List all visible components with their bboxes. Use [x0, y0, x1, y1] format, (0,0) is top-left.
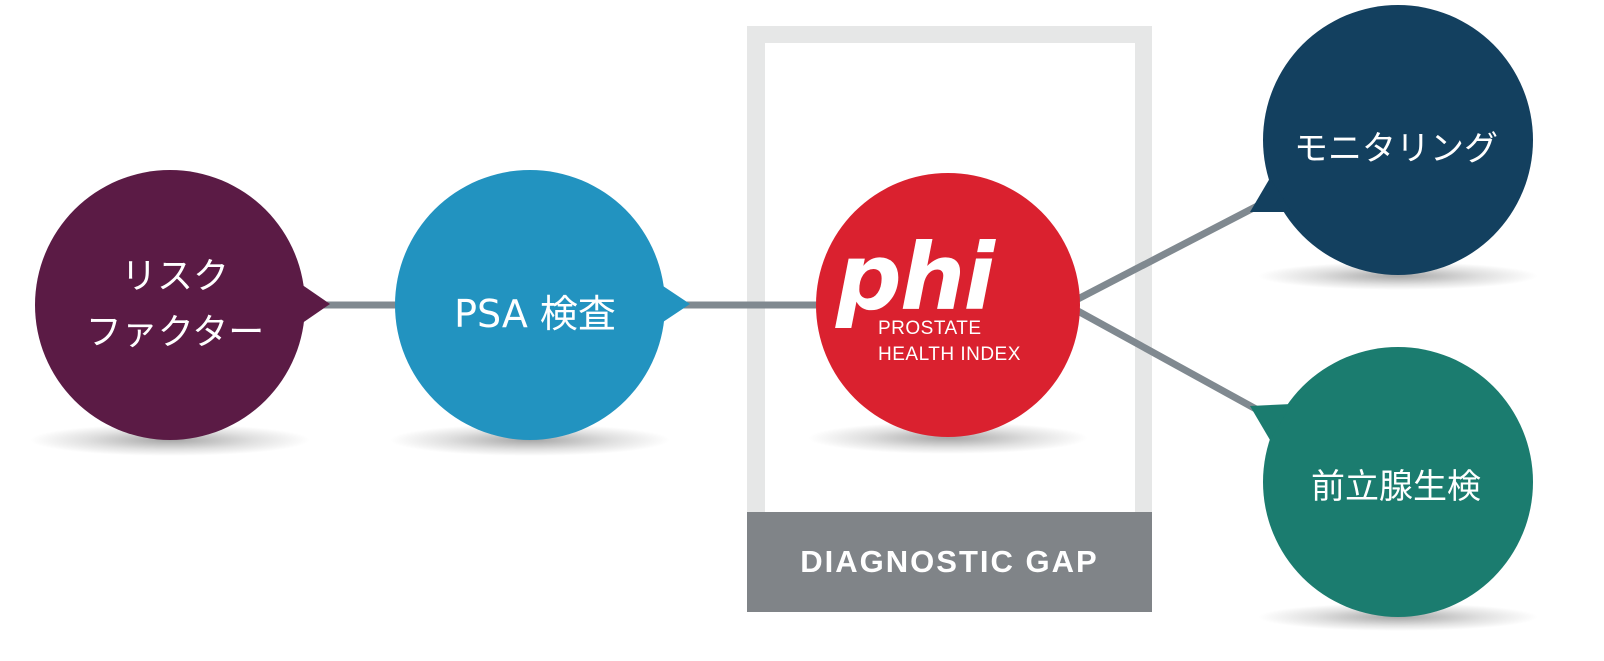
biopsy-label: 前立腺生検 [1311, 466, 1481, 507]
risk-factor-line2: ファクター [85, 312, 265, 353]
risk-factor-node [35, 170, 330, 440]
phi-shadow [808, 422, 1088, 454]
monitoring-node [1250, 5, 1533, 275]
psa-test-label: PSA 検査 [454, 291, 616, 336]
psa-test-node [395, 170, 690, 440]
connector-phi-biopsy [1074, 306, 1267, 418]
biopsy-node [1250, 347, 1533, 617]
monitoring-label: モニタリング [1294, 128, 1498, 169]
monitoring-shadow [1258, 262, 1538, 290]
phi-subtitle-line1: PROSTATE [878, 318, 982, 339]
phi-logo: phi [836, 224, 995, 331]
connector-phi-monitoring [1074, 198, 1267, 304]
risk-factor-line1: リスク [120, 256, 229, 297]
gap-label-bar [747, 512, 1152, 612]
diagnostic-gap-label: DIAGNOSTIC GAP [800, 544, 1099, 579]
risk-factor-label: リスク ファクター [40, 240, 310, 370]
phi-subtitle-line2: HEALTH INDEX [878, 344, 1021, 365]
phi-subtitle: PROSTATE HEALTH INDEX [878, 316, 1078, 368]
phi-node [816, 173, 1080, 437]
